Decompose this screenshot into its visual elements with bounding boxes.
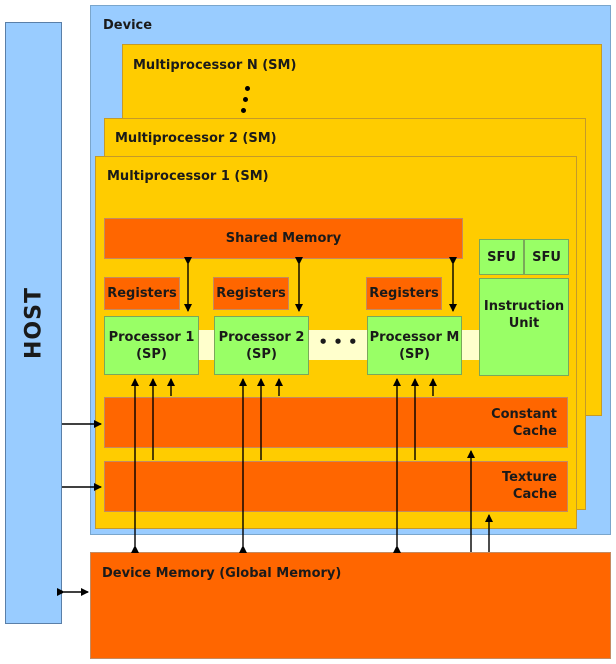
registers-m: Registers bbox=[366, 277, 442, 310]
constant-cache-line2: Cache bbox=[512, 424, 557, 439]
registers-2-label: Registers bbox=[216, 286, 286, 301]
registers-1: Registers bbox=[104, 277, 180, 310]
instruction-unit-line2: Unit bbox=[508, 316, 540, 331]
shared-memory: Shared Memory bbox=[104, 218, 463, 259]
sfu-1: SFU bbox=[479, 239, 524, 275]
constant-cache-line1: Constant bbox=[491, 407, 557, 422]
texture-cache-line1: Texture bbox=[501, 470, 557, 485]
device-memory: Device Memory (Global Memory) bbox=[90, 552, 611, 659]
host-block: HOST bbox=[5, 22, 62, 624]
constant-cache: Constant Cache bbox=[104, 397, 568, 448]
processor-ellipsis: • • • bbox=[318, 332, 358, 351]
sfu-2: SFU bbox=[524, 239, 569, 275]
processor-m-name: Processor M bbox=[369, 329, 460, 345]
instruction-unit: Instruction Unit bbox=[479, 278, 569, 376]
registers-2: Registers bbox=[213, 277, 289, 310]
processor-2-type: (SP) bbox=[246, 346, 277, 362]
vertical-ellipsis bbox=[240, 84, 250, 116]
processor-2: Processor 2 (SP) bbox=[214, 316, 309, 375]
processor-m: Processor M (SP) bbox=[367, 316, 462, 375]
multiprocessor-2-label: Multiprocessor 2 (SM) bbox=[115, 131, 277, 146]
texture-cache-line2: Cache bbox=[512, 487, 557, 502]
instruction-unit-line1: Instruction bbox=[483, 299, 565, 314]
processor-1-name: Processor 1 bbox=[108, 329, 195, 345]
shared-memory-label: Shared Memory bbox=[225, 231, 342, 246]
processor-m-type: (SP) bbox=[399, 346, 430, 362]
sfu-2-label: SFU bbox=[532, 249, 561, 265]
sfu-1-label: SFU bbox=[487, 249, 516, 265]
device-label: Device bbox=[103, 18, 153, 33]
texture-cache: Texture Cache bbox=[104, 461, 568, 512]
registers-m-label: Registers bbox=[369, 286, 439, 301]
multiprocessor-1-label: Multiprocessor 1 (SM) bbox=[107, 169, 269, 184]
device-memory-label: Device Memory (Global Memory) bbox=[102, 566, 342, 581]
processor-1-type: (SP) bbox=[136, 346, 167, 362]
registers-1-label: Registers bbox=[107, 286, 177, 301]
processor-2-name: Processor 2 bbox=[218, 329, 305, 345]
processor-1: Processor 1 (SP) bbox=[104, 316, 199, 375]
host-label: HOST bbox=[21, 287, 46, 359]
multiprocessor-n-label: Multiprocessor N (SM) bbox=[133, 58, 297, 73]
